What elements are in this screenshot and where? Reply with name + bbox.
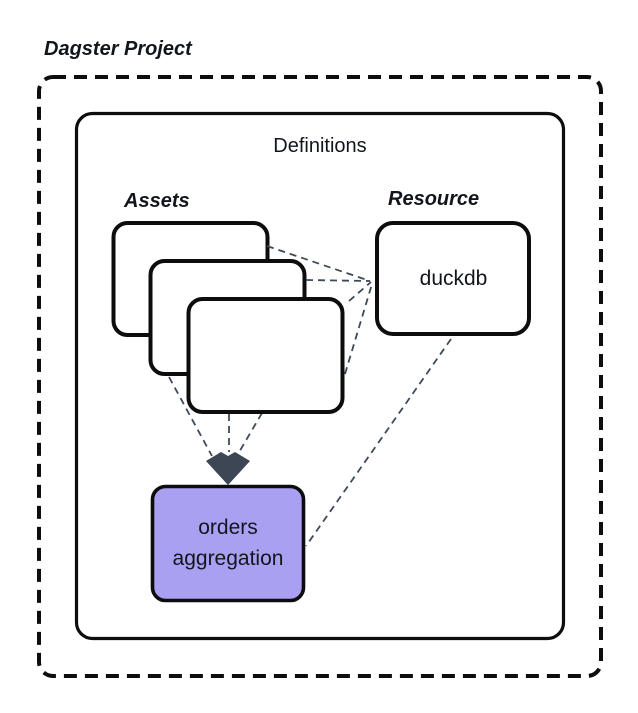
connector-lines [168, 245, 452, 547]
resource-label: Resource [388, 188, 480, 210]
assets-label: Assets [124, 190, 190, 212]
diagram-title: Dagster Project [44, 38, 192, 60]
asset-card-front [186, 297, 345, 414]
connector-asset-middle-to-duckdb [305, 279, 371, 282]
project-boundary-box [37, 75, 603, 678]
duckdb-node-box [375, 221, 531, 336]
connector-asset-back-to-duckdb [266, 245, 371, 282]
connector-asset-right-to-orders [237, 412, 263, 455]
orders-aggregation-label: orders aggregation [172, 516, 284, 570]
connector-asset-front-side-to-duckdb [344, 283, 373, 375]
connector-asset-front-top-to-duckdb [348, 281, 372, 302]
orders-aggregation-node-box [150, 484, 306, 603]
duckdb-node-label: duckdb [419, 267, 488, 290]
arrowhead-icon [206, 452, 250, 485]
connector-asset-left-to-orders [168, 376, 213, 457]
definitions-label: Definitions [273, 135, 367, 157]
connector-duckdb-to-orders [305, 338, 452, 547]
